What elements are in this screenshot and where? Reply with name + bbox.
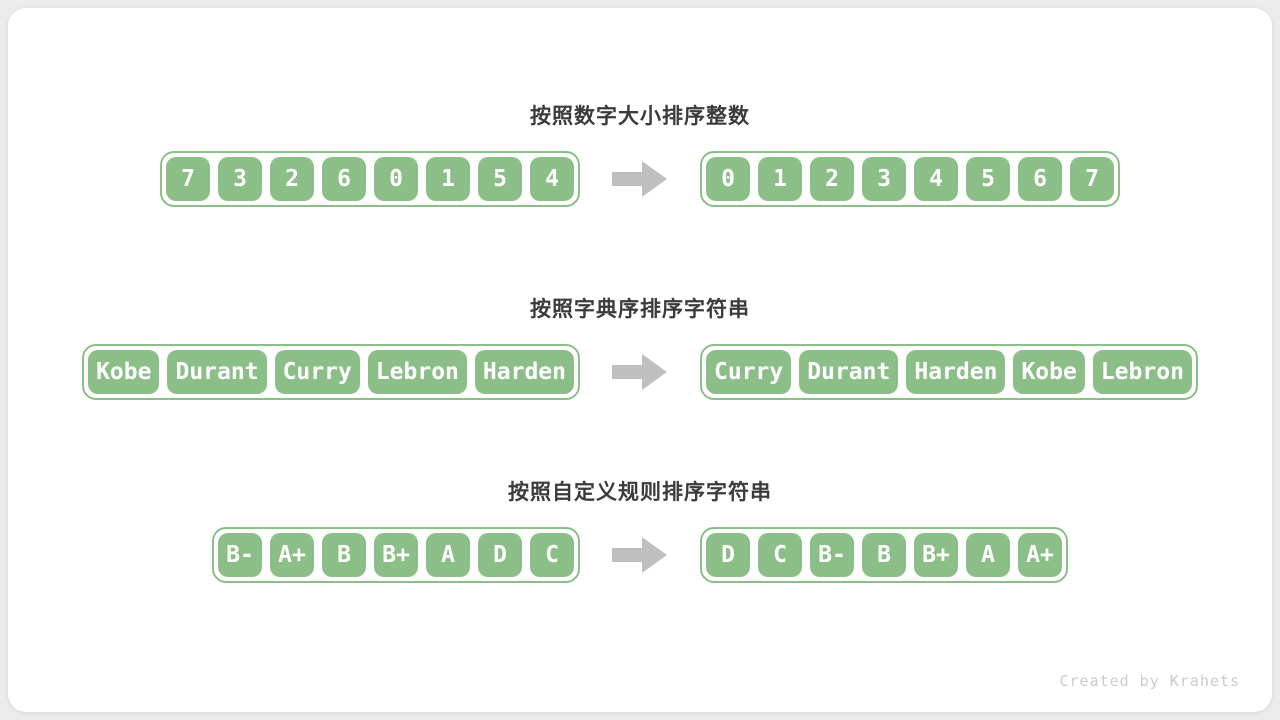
array-cell: Durant [167, 350, 267, 394]
array-cell: A+ [1018, 533, 1062, 577]
array-cell: Curry [706, 350, 792, 394]
array-cell: Harden [906, 350, 1006, 394]
array-cell: 5 [966, 157, 1010, 201]
array-cell: 0 [706, 157, 750, 201]
arrow-right-icon [612, 354, 667, 390]
array-cell: D [706, 533, 750, 577]
array-cell: Durant [799, 350, 899, 394]
array-cell: 5 [478, 157, 522, 201]
array-cell: C [530, 533, 574, 577]
array-cell: B+ [914, 533, 958, 577]
array-cell: 2 [810, 157, 854, 201]
array-cell: B [862, 533, 906, 577]
array-cell: 4 [530, 157, 574, 201]
array-cell: 1 [758, 157, 802, 201]
array-cell: A [966, 533, 1010, 577]
array-cell: 6 [322, 157, 366, 201]
array-cell: B- [218, 533, 262, 577]
array-cell: Lebron [367, 350, 467, 394]
arrow-right-icon [612, 161, 667, 197]
array-cell: 7 [166, 157, 210, 201]
array-cell: Kobe [88, 350, 160, 394]
array-cell: 7 [1070, 157, 1114, 201]
watermark: Created by Krahets [1059, 672, 1240, 690]
array-cell: 1 [426, 157, 470, 201]
array-cell: A+ [270, 533, 314, 577]
section-title: 按照字典序排序字符串 [530, 298, 750, 321]
array-cell: 3 [218, 157, 262, 201]
array-cell: A [426, 533, 470, 577]
array-cell: 2 [270, 157, 314, 201]
section-title: 按照数字大小排序整数 [530, 105, 750, 128]
array-cell: D [478, 533, 522, 577]
array-cell: Lebron [1092, 350, 1192, 394]
array-cell: C [758, 533, 802, 577]
array-cell: B+ [374, 533, 418, 577]
array-cell: B- [810, 533, 854, 577]
array-cell: Harden [474, 350, 574, 394]
section-title: 按照自定义规则排序字符串 [508, 481, 772, 504]
array-cell: Curry [274, 350, 360, 394]
array-cell: 0 [374, 157, 418, 201]
array-cell: Kobe [1013, 350, 1085, 394]
array-cell: 4 [914, 157, 958, 201]
array-cell: 3 [862, 157, 906, 201]
array-cell: B [322, 533, 366, 577]
arrow-right-icon [612, 537, 667, 573]
array-cell: 6 [1018, 157, 1062, 201]
